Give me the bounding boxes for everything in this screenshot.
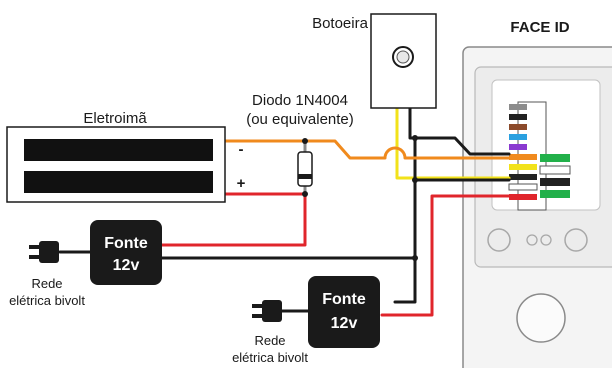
pin-black-3	[540, 178, 570, 186]
junction-dot	[412, 177, 418, 183]
eletroima-label: Eletroimã	[83, 110, 147, 127]
diode-label-line1: Diodo 1N4004	[252, 92, 348, 109]
pin-white-2	[508, 183, 538, 191]
red-wire-magnet	[160, 192, 307, 247]
rede1-label-line1: Rede	[31, 276, 62, 291]
rede2-label-line1: Rede	[254, 333, 285, 348]
face-id-connector	[508, 101, 571, 211]
pin-brown	[509, 124, 527, 130]
psu1-label-line1: Fonte	[104, 235, 148, 252]
pin-black-2	[509, 174, 537, 180]
psu2-label-line1: Fonte	[322, 291, 366, 308]
rede1-label-line2: elétrica bivolt	[9, 293, 85, 308]
pin-blue	[509, 134, 527, 140]
pin-green-1	[540, 154, 570, 162]
diode-label-line2: (ou equivalente)	[246, 111, 354, 128]
rede2-label-line2: elétrica bivolt	[232, 350, 308, 365]
power-plug-icon	[252, 300, 282, 322]
orange-wire	[223, 139, 511, 160]
pin-green-2	[540, 190, 570, 198]
face-id-label: FACE ID	[510, 19, 569, 36]
psu2-label-line2: 12v	[331, 315, 358, 332]
power-supply-1	[29, 220, 162, 285]
power-supply-2	[252, 276, 380, 348]
plus-terminal-label: +	[237, 175, 246, 192]
junction-dot	[412, 135, 418, 141]
diode-1n4004	[297, 151, 313, 187]
yellow-wire	[395, 106, 511, 180]
pin-gray	[509, 104, 527, 110]
minus-terminal-label: -	[239, 141, 244, 158]
junction-dot	[412, 255, 418, 261]
push-button-icon	[370, 13, 437, 109]
junction-dot	[302, 138, 308, 144]
pin-red	[509, 194, 537, 200]
botoeira-label: Botoeira	[312, 15, 369, 32]
pin-black	[509, 114, 527, 120]
black-wire-botoeira	[408, 106, 511, 156]
electromagnet	[6, 126, 226, 203]
junction-dot	[302, 191, 308, 197]
power-plug-icon	[29, 241, 59, 263]
psu1-label-line2: 12v	[113, 257, 140, 274]
pin-white-1	[539, 165, 571, 175]
pin-yellow	[509, 164, 537, 170]
pin-purple	[509, 144, 527, 150]
black-wire-bus	[393, 136, 417, 304]
red-wire-psu2	[380, 194, 511, 317]
pin-orange	[509, 154, 537, 160]
